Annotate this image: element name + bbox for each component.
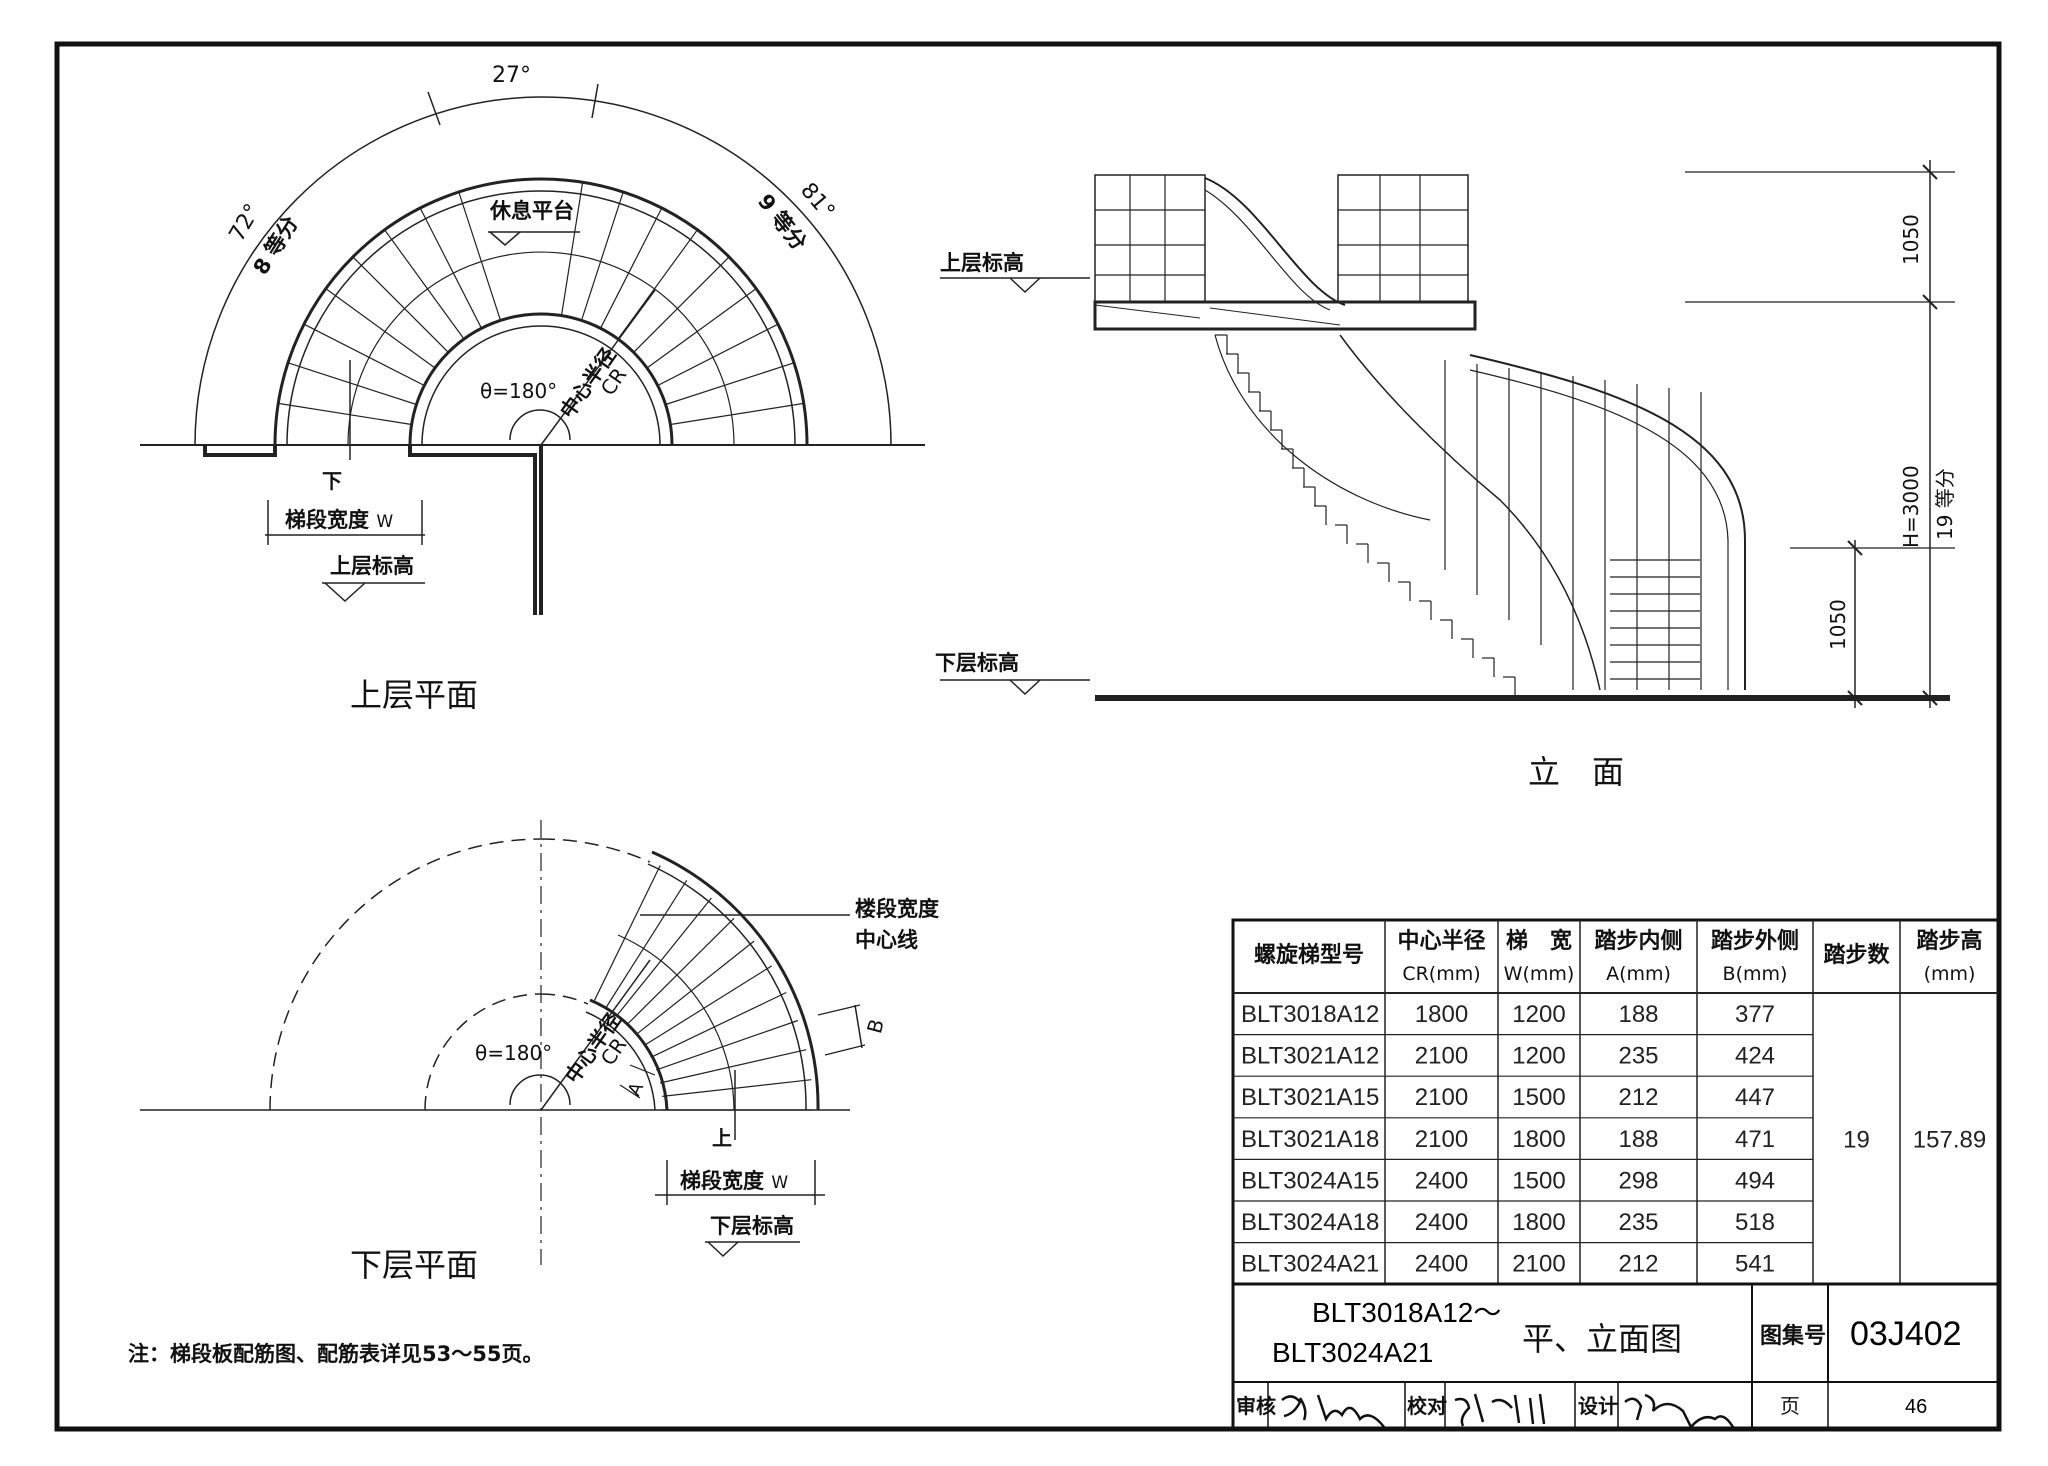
- flight-width-label: 楼段宽度: [855, 897, 939, 921]
- table-value-cell: 212: [1618, 1251, 1658, 1278]
- a-label: A: [624, 1079, 649, 1100]
- table-value-cell: 1500: [1512, 1167, 1565, 1194]
- table-model-cell: BLT3021A18: [1241, 1126, 1379, 1153]
- table-header-1: 中心半径: [1397, 928, 1485, 954]
- table-value-cell: 212: [1618, 1084, 1658, 1111]
- reviewer-signature: [1281, 1394, 1385, 1428]
- designer-signature: [1624, 1393, 1735, 1430]
- table-model-cell: BLT3018A12: [1241, 1001, 1379, 1028]
- table-model-cell: BLT3024A21: [1241, 1251, 1379, 1278]
- down-label: 下: [322, 469, 342, 493]
- title-block: [1231, 1282, 1999, 1430]
- table-value-cell: 2100: [1512, 1251, 1565, 1278]
- upper-level-label: 上层标高: [330, 554, 414, 578]
- b-label: B: [862, 1016, 889, 1035]
- elevation-drawing: [940, 160, 1955, 708]
- page-number: 46: [1905, 1396, 1927, 1418]
- table-value-cell: 1800: [1415, 1001, 1468, 1028]
- table-value-cell: 188: [1618, 1001, 1658, 1028]
- table-value-cell: 424: [1735, 1043, 1775, 1070]
- angle-left-label: 72°: [225, 200, 266, 246]
- upper-plan-labels: 27° 72° 8 等分 81° 9 等分 休息平台 θ=180° 中心半径 C…: [225, 63, 840, 714]
- model-range-line2: BLT3024A21: [1272, 1337, 1433, 1368]
- table-steps-cell: 19: [1843, 1127, 1870, 1154]
- model-range-line1: BLT3018A12～: [1312, 1297, 1501, 1328]
- lower-plan-drawing: [140, 820, 866, 1265]
- width-label: 梯段宽度 W: [285, 508, 393, 532]
- checker-signature: [1454, 1393, 1546, 1427]
- table-header-unit-2: W(mm): [1504, 963, 1575, 985]
- table-value-cell: 235: [1618, 1043, 1658, 1070]
- table-value-cell: 471: [1735, 1126, 1775, 1153]
- table-value-cell: 1200: [1512, 1001, 1565, 1028]
- lower-plan-labels: 楼段宽度 中心线 θ=180° 中心半径 CR A B 上 梯段宽度 W 下层标…: [350, 897, 939, 1284]
- sheet-frame: [54, 41, 2002, 1432]
- table-value-cell: 298: [1618, 1167, 1658, 1194]
- table-model-cell: BLT3021A15: [1241, 1084, 1379, 1111]
- lower-plan-title: 下层平面: [350, 1246, 478, 1284]
- dim-1050-top: 1050: [1899, 214, 1923, 265]
- table-value-cell: 2100: [1415, 1043, 1468, 1070]
- table-model-cell: BLT3024A18: [1241, 1209, 1379, 1236]
- up-label: 上: [712, 1126, 732, 1150]
- atlas-number: 03J402: [1850, 1315, 1962, 1353]
- table-model-cell: BLT3021A12: [1241, 1043, 1379, 1070]
- table-header-unit-1: CR(mm): [1402, 963, 1480, 985]
- upper-plan-title: 上层平面: [350, 676, 478, 714]
- table-header-6: 踏步高: [1916, 928, 1982, 954]
- center-line-label: 中心线: [855, 928, 918, 952]
- dim-1050-bottom: 1050: [1826, 599, 1850, 650]
- dim-19-divisions: 19 等分: [1933, 468, 1957, 540]
- table-header-2: 梯 宽: [1506, 928, 1572, 954]
- table-value-cell: 1800: [1512, 1209, 1565, 1236]
- table-header-4: 踏步外侧: [1711, 928, 1799, 954]
- table-header-unit-6: (mm): [1924, 963, 1976, 985]
- table-value-cell: 377: [1735, 1001, 1775, 1028]
- design-label: 设计: [1578, 1394, 1618, 1418]
- table-header-3: 踏步内侧: [1594, 928, 1682, 954]
- table-value-cell: 2400: [1415, 1251, 1468, 1278]
- table-header-0: 螺旋梯型号: [1254, 942, 1364, 968]
- lower-theta-label: θ=180°: [475, 1041, 552, 1065]
- table-model-cell: BLT3024A15: [1241, 1167, 1379, 1194]
- landing-label: 休息平台: [489, 199, 574, 223]
- table-value-cell: 235: [1618, 1209, 1658, 1236]
- table-value-cell: 494: [1735, 1167, 1775, 1194]
- table-value-cell: 1500: [1512, 1084, 1565, 1111]
- angle-top-label: 27°: [492, 63, 531, 88]
- elevation-labels: 上层标高 下层标高 1050 1050 H=3000 19 等分 立 面: [935, 214, 1957, 791]
- table-value-cell: 1800: [1512, 1126, 1565, 1153]
- elev-lower-level-label: 下层标高: [935, 651, 1019, 675]
- dim-h-3000: H=3000: [1899, 465, 1923, 548]
- check-label: 校对: [1407, 1394, 1447, 1418]
- table-value-cell: 2100: [1415, 1126, 1468, 1153]
- atlas-label: 图集号: [1760, 1323, 1826, 1349]
- table-value-cell: 541: [1735, 1251, 1775, 1278]
- spec-table: 螺旋梯型号 中心半径 CR(mm) 梯 宽 W(mm) 踏步内侧 A(mm) 踏步外侧 B(mm…: [1231, 918, 2001, 1286]
- table-value-cell: 518: [1735, 1209, 1775, 1236]
- elevation-title: 立 面: [1528, 753, 1624, 791]
- table-value-cell: 447: [1735, 1084, 1775, 1111]
- table-value-cell: 2400: [1415, 1167, 1468, 1194]
- lower-level-label: 下层标高: [710, 1214, 794, 1238]
- theta-label: θ=180°: [480, 379, 557, 403]
- upper-plan-drawing: [140, 83, 925, 615]
- table-value-cell: 2100: [1415, 1084, 1468, 1111]
- table-value-cell: 2400: [1415, 1209, 1468, 1236]
- table-header-unit-4: B(mm): [1723, 963, 1788, 985]
- title-block-labels: BLT3018A12～ BLT3024A21 平、立面图 图集号 03J402 …: [1236, 1297, 1962, 1418]
- table-step-height-cell: 157.89: [1913, 1127, 1986, 1154]
- elev-upper-level-label: 上层标高: [940, 251, 1024, 275]
- table-header-unit-3: A(mm): [1606, 963, 1671, 985]
- angle-right-label: 81°: [795, 178, 839, 224]
- run-width-label: 梯段宽度 W: [680, 1169, 788, 1193]
- table-header-5: 踏步数: [1823, 942, 1890, 968]
- table-value-cell: 1200: [1512, 1043, 1565, 1070]
- note-text: 注：梯段板配筋图、配筋表详见53～55页。: [128, 1342, 543, 1366]
- drawing-name: 平、立面图: [1522, 1320, 1682, 1358]
- review-label: 审核: [1236, 1394, 1276, 1418]
- table-value-cell: 188: [1618, 1126, 1658, 1153]
- page-label: 页: [1780, 1394, 1800, 1418]
